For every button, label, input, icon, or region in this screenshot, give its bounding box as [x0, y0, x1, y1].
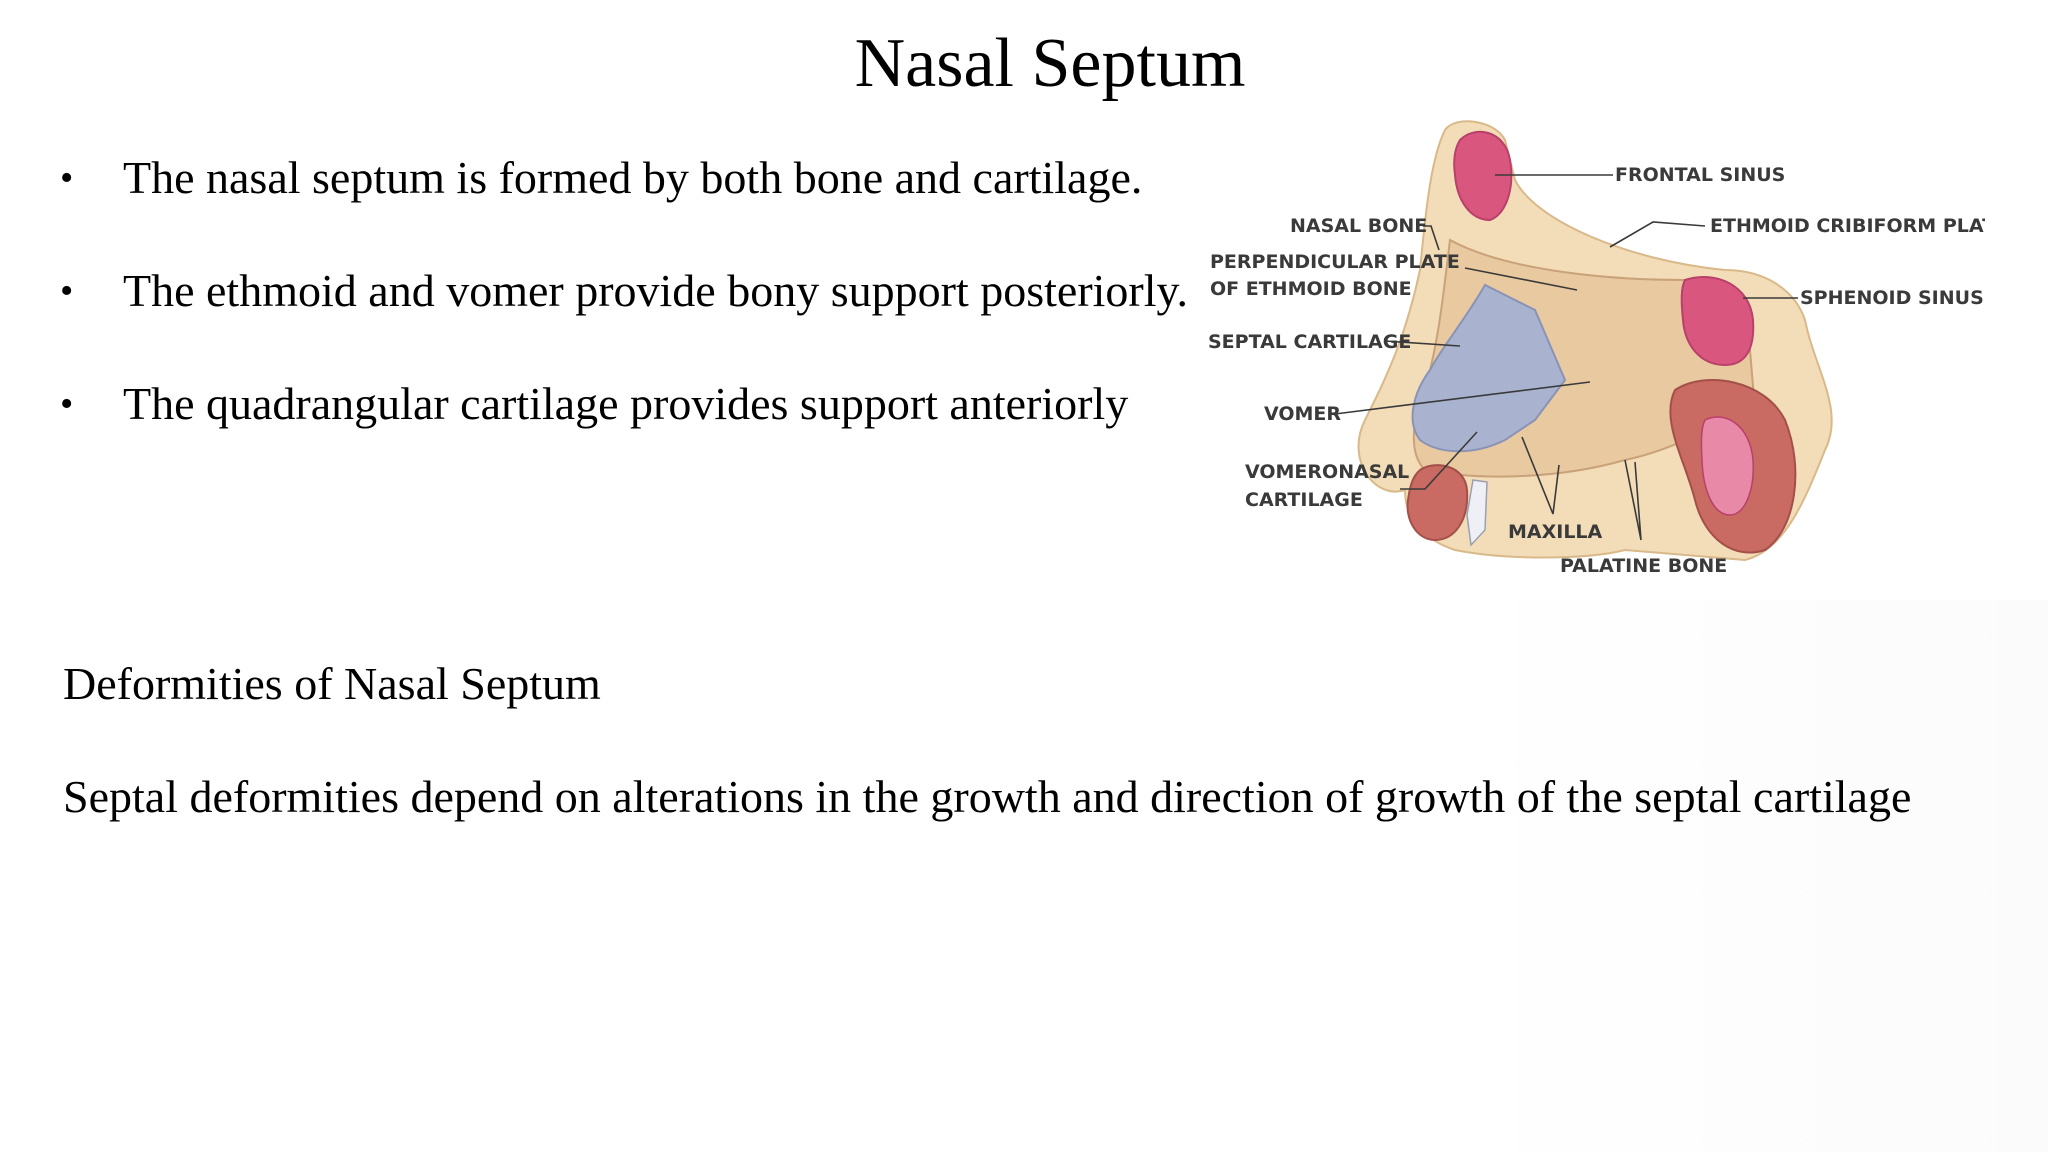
- bullet-item: • The ethmoid and vomer provide bony sup…: [60, 263, 1188, 319]
- label-nasal-bone: NASAL BONE: [1290, 215, 1427, 237]
- bullet-text: The quadrangular cartilage provides supp…: [123, 378, 1129, 429]
- slide-title: Nasal Septum: [854, 25, 1246, 102]
- leader-ethmoid-cribiform: [1609, 221, 1706, 248]
- label-frontal-sinus: FRONTAL SINUS: [1615, 164, 1785, 186]
- leader-maxilla: [1521, 436, 1560, 515]
- label-ethmoid-cribiform-plate: ETHMOID CRIBIFORM PLATE: [1710, 215, 1985, 237]
- nasopharynx-shape: [1700, 416, 1754, 516]
- label-vomeronasal-line1: VOMERONASAL: [1245, 461, 1409, 483]
- leader-septal-cartilage: [1384, 340, 1461, 347]
- frontal-sinus-shape: [1453, 130, 1513, 222]
- lip-shape: [1406, 464, 1469, 542]
- nasal-anatomy-illustration: FRONTAL SINUS NASAL BONE ETHMOID CRIBIFO…: [1208, 120, 1985, 577]
- label-perpendicular-plate-line2: OF ETHMOID BONE: [1210, 278, 1412, 300]
- label-vomer: VOMER: [1264, 403, 1341, 425]
- bullet-icon: •: [60, 270, 74, 312]
- leader-vomeronasal: [1400, 431, 1478, 490]
- label-sphenoid-sinus: SPHENOID SINUS: [1800, 287, 1984, 309]
- bullet-text: The nasal septum is formed by both bone …: [123, 152, 1143, 203]
- tooth-shape: [1466, 479, 1488, 547]
- sphenoid-sinus-shape: [1680, 275, 1755, 367]
- leader-nasal-bone: [1423, 225, 1440, 251]
- leader-palatine: [1624, 459, 1642, 541]
- label-palatine-bone: PALATINE BONE: [1560, 555, 1727, 577]
- septal-cartilage-shape: [1411, 283, 1567, 453]
- label-vomeronasal-line2: CARTILAGE: [1245, 489, 1363, 511]
- label-septal-cartilage: SEPTAL CARTILAGE: [1208, 331, 1411, 353]
- bullet-item: • The nasal septum is formed by both bon…: [60, 150, 1188, 206]
- bullet-item: • The quadrangular cartilage provides su…: [60, 376, 1188, 432]
- label-perpendicular-plate-line1: PERPENDICULAR PLATE: [1210, 251, 1460, 273]
- nasal-septum-diagram: FRONTAL SINUS NASAL BONE ETHMOID CRIBIFO…: [1205, 120, 1985, 590]
- body-paragraph: Septal deformities depend on alterations…: [63, 771, 1912, 822]
- label-maxilla: MAXILLA: [1508, 521, 1603, 543]
- bullet-text: The ethmoid and vomer provide bony suppo…: [123, 265, 1189, 316]
- section-heading: Deformities of Nasal Septum: [63, 658, 601, 709]
- leader-perpendicular-plate: [1464, 267, 1578, 291]
- bullet-list: • The nasal septum is formed by both bon…: [60, 150, 1188, 489]
- leader-vomer: [1334, 381, 1591, 415]
- background-shade: [1460, 600, 2048, 1152]
- bullet-icon: •: [60, 383, 74, 425]
- bullet-icon: •: [60, 157, 74, 199]
